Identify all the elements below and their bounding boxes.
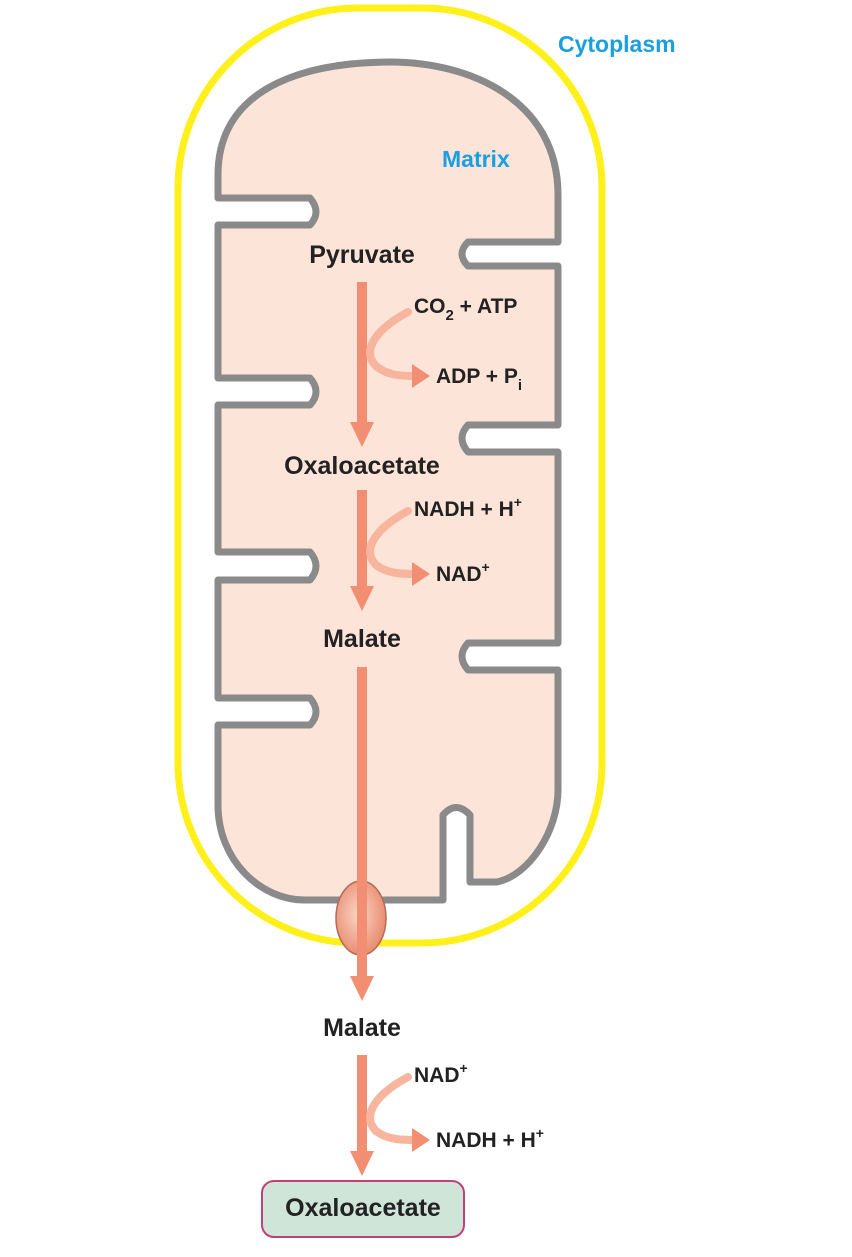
arrowhead-to-cytoplasmic-malate (350, 976, 374, 1001)
r1-output-label: ADP + Pi (436, 365, 522, 394)
main-arrows (350, 282, 374, 977)
curved-arrow-r2 (366, 507, 420, 578)
oxaloacetate-product-box (261, 1180, 465, 1238)
arrow-shaft-oxaloacetate (357, 490, 367, 588)
curved-arrow-r1 (366, 308, 420, 380)
pyruvate-label: Pyruvate (309, 241, 415, 269)
arrow-shaft-malate-transport (357, 667, 367, 977)
oxaloacetate-matrix-label: Oxaloacetate (284, 452, 440, 480)
arrow-shaft-cytoplasmic-malate (357, 1055, 367, 1153)
inner-membrane (214, 58, 562, 904)
cofactor-arrows (366, 308, 430, 1152)
r3-input-label: NAD+ (414, 1060, 468, 1087)
curved-arrow-r3 (366, 1073, 420, 1144)
oxaloacetate-cytoplasm-label: Oxaloacetate (285, 1194, 441, 1222)
cytoplasm-label: Cytoplasm (558, 31, 676, 57)
curved-arrowhead-r3 (412, 1128, 430, 1152)
r2-output-label: NAD+ (436, 559, 490, 586)
curved-arrowhead-r2 (412, 562, 430, 586)
matrix-label: Matrix (442, 146, 510, 172)
arrowhead-to-oxaloacetate-product (350, 1151, 374, 1176)
arrow-shaft-pyruvate (357, 282, 367, 424)
r1-input-label: CO2 + ATP (414, 295, 517, 324)
arrowhead-to-malate (350, 586, 374, 611)
r3-output-label: NADH + H+ (436, 1125, 544, 1152)
curved-arrowhead-r1 (412, 364, 430, 388)
malate-matrix-label: Malate (323, 625, 401, 653)
r2-input-label: NADH + H+ (414, 494, 522, 521)
arrow-shaft-through-transporter (357, 878, 367, 978)
arrowhead-to-oxaloacetate (350, 422, 374, 447)
malate-cytoplasm-label: Malate (323, 1014, 401, 1042)
